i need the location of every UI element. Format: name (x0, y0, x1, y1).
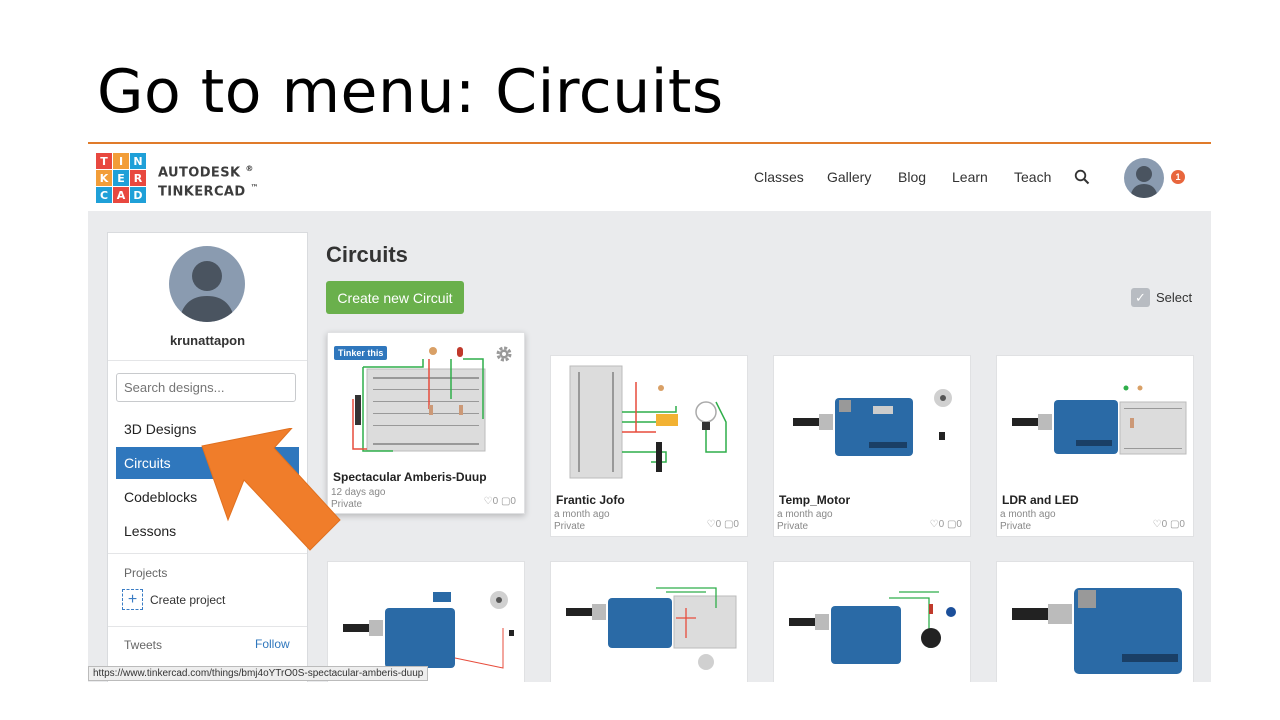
registered-mark: ® (245, 164, 254, 173)
divider (108, 360, 307, 361)
create-project-label: Create project (150, 592, 226, 607)
design-card[interactable] (773, 561, 971, 682)
brand-wordmark: AUTODESK ® TINKERCAD ™ (158, 161, 259, 200)
logo-letter: I (113, 153, 129, 169)
select-label: Select (1156, 290, 1193, 305)
status-bar-url: https://www.tinkercad.com/things/bmj4oYT… (88, 666, 429, 681)
follow-link[interactable]: Follow (255, 637, 290, 651)
card-date: a month ago (777, 509, 833, 520)
select-toggle[interactable]: ✓ Select (1131, 288, 1192, 307)
tweets-label: Tweets (124, 638, 163, 652)
design-card[interactable]: LDR and LED a month ago Private ♡0 ▢0 (996, 355, 1194, 537)
logo-letter: C (96, 187, 112, 203)
card-title[interactable]: LDR and LED (1002, 493, 1079, 507)
sidebar-item-3d-designs[interactable]: 3D Designs (124, 421, 197, 437)
plus-icon: + (122, 589, 143, 610)
projects-label: Projects (124, 566, 168, 580)
tinkercad-logo[interactable]: T I N K E R C A D (96, 153, 146, 203)
sidebar-item-lessons[interactable]: Lessons (124, 523, 177, 539)
search-icon[interactable] (1074, 169, 1090, 185)
nav-gallery[interactable]: Gallery (827, 169, 872, 185)
orange-arrow-annotation (201, 428, 341, 551)
gear-icon[interactable] (495, 345, 513, 363)
person-silhouette-icon (1130, 166, 1158, 198)
card-date: 12 days ago (331, 487, 386, 498)
username[interactable]: krunattapon (169, 333, 246, 348)
circuit-thumbnail (1012, 588, 1182, 674)
tinker-this-button[interactable]: Tinker this (334, 346, 388, 360)
circuit-thumbnail (343, 591, 514, 669)
card-likes[interactable]: ♡0 ▢0 (706, 519, 739, 530)
card-date: a month ago (1000, 509, 1056, 520)
design-card[interactable] (996, 561, 1194, 682)
user-avatar[interactable] (1124, 158, 1164, 198)
logo-letter: E (113, 170, 129, 186)
create-new-circuit-button[interactable]: Create new Circuit (326, 281, 464, 314)
card-likes[interactable]: ♡0 ▢0 (483, 496, 516, 507)
design-card[interactable]: Tinker this Spectacular Amberis-Duup 12 … (327, 332, 525, 514)
sidebar-item-codeblocks[interactable]: Codeblocks (124, 489, 198, 505)
top-header: T I N K E R C A D AUTODESK ® TINKERCAD ™… (88, 146, 1211, 211)
nav-teach[interactable]: Teach (1014, 169, 1052, 185)
design-card[interactable]: Temp_Motor a month ago Private ♡0 ▢0 (773, 355, 971, 537)
profile-avatar[interactable] (169, 246, 245, 322)
card-privacy: Private (1000, 521, 1032, 532)
nav-classes[interactable]: Classes (754, 169, 804, 185)
circuit-thumbnail (789, 591, 956, 664)
nav-learn[interactable]: Learn (952, 169, 988, 185)
slide-title: Go to menu: Circuits (97, 57, 724, 127)
card-privacy: Private (554, 521, 586, 532)
logo-letter: A (113, 187, 129, 203)
card-date: a month ago (554, 509, 610, 520)
divider (108, 553, 307, 554)
checkmark-icon[interactable]: ✓ (1131, 288, 1150, 307)
circuit-thumbnail (1012, 385, 1187, 455)
design-card[interactable] (550, 561, 748, 682)
search-designs-input[interactable] (116, 373, 296, 402)
card-likes[interactable]: ♡0 ▢0 (1152, 519, 1185, 530)
logo-letter: T (96, 153, 112, 169)
divider (108, 626, 307, 627)
person-silhouette-icon (179, 261, 235, 322)
card-likes[interactable]: ♡0 ▢0 (929, 519, 962, 530)
card-privacy: Private (331, 499, 363, 510)
title-rule (88, 142, 1211, 144)
logo-letter: K (96, 170, 112, 186)
circuit-thumbnail (352, 347, 486, 452)
brand-line2: TINKERCAD (158, 184, 246, 200)
card-title[interactable]: Spectacular Amberis-Duup (333, 470, 487, 484)
circuit-thumbnail (793, 389, 952, 456)
circuit-thumbnail (569, 365, 727, 479)
notification-badge[interactable]: 1 (1171, 170, 1185, 184)
card-title[interactable]: Temp_Motor (779, 493, 851, 507)
brand-line1: AUTODESK (158, 165, 241, 181)
design-card[interactable]: Frantic Jofo a month ago Private ♡0 ▢0 (550, 355, 748, 537)
logo-letter: D (130, 187, 146, 203)
circuit-thumbnail (566, 587, 737, 670)
design-card[interactable] (327, 561, 525, 682)
create-project-button[interactable]: + Create project (122, 589, 225, 610)
app-window: T I N K E R C A D AUTODESK ® TINKERCAD ™… (88, 146, 1211, 682)
card-privacy: Private (777, 521, 809, 532)
logo-letter: R (130, 170, 146, 186)
logo-letter: N (130, 153, 146, 169)
page-title: Circuits (326, 242, 408, 267)
nav-blog[interactable]: Blog (898, 169, 927, 185)
card-title[interactable]: Frantic Jofo (556, 493, 625, 507)
trademark-mark: ™ (250, 183, 259, 193)
